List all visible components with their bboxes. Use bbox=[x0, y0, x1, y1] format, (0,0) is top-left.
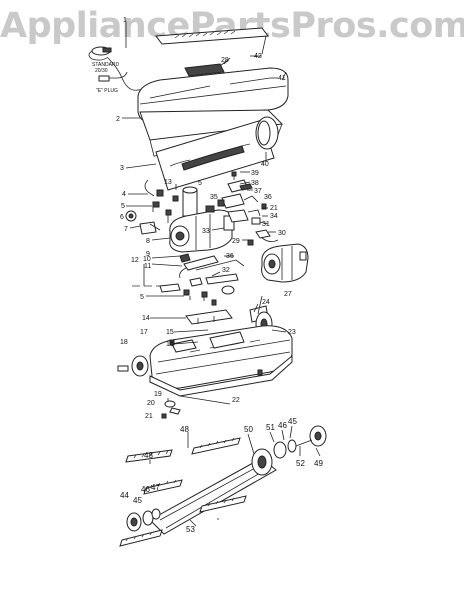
callout-14: 14 bbox=[142, 315, 150, 322]
callout-2: 2 bbox=[116, 116, 120, 123]
callout-52: 52 bbox=[296, 459, 305, 468]
callout-12: 12 bbox=[131, 257, 139, 264]
callout-46a: 46 bbox=[278, 421, 287, 430]
callout-53: 53 bbox=[186, 525, 195, 534]
motor-assembly-part bbox=[169, 184, 235, 253]
power-cord-assembly bbox=[88, 26, 157, 97]
callout-38: 38 bbox=[251, 180, 259, 187]
callout-49: 49 bbox=[314, 459, 323, 468]
brush-roll-assembly bbox=[119, 425, 327, 547]
leader-lines bbox=[122, 22, 321, 527]
callout-3: 3 bbox=[120, 165, 124, 172]
callout-21a: 21 bbox=[270, 205, 278, 212]
callout-42: 42 bbox=[254, 53, 262, 60]
callout-47: 47 bbox=[151, 483, 160, 492]
callout-45b: 45 bbox=[133, 496, 142, 505]
callout-33: 33 bbox=[202, 228, 210, 235]
callout-19: 19 bbox=[154, 391, 162, 398]
callout-45a: 45 bbox=[288, 417, 297, 426]
callout-35: 35 bbox=[210, 194, 218, 201]
callout-18: 18 bbox=[120, 339, 128, 346]
callout-20: 20 bbox=[147, 400, 155, 407]
callout-44: 44 bbox=[120, 491, 129, 500]
callout-48a: 48 bbox=[180, 425, 189, 434]
callout-36b: 36 bbox=[226, 253, 234, 260]
callout-5a: 5 bbox=[198, 180, 202, 187]
callout-27: 27 bbox=[284, 291, 292, 298]
callout-8: 8 bbox=[146, 238, 150, 245]
callout-1: 1 bbox=[123, 17, 127, 24]
callout-34: 34 bbox=[270, 213, 278, 220]
callout-28: 28 bbox=[221, 57, 229, 64]
callout-23: 23 bbox=[288, 329, 296, 336]
callout-30: 30 bbox=[278, 230, 286, 237]
callout-31: 31 bbox=[262, 221, 270, 228]
callout-5c: 5 bbox=[140, 294, 144, 301]
callout-29: 29 bbox=[232, 238, 240, 245]
fan-motor-part bbox=[261, 243, 309, 283]
callout-51: 51 bbox=[266, 423, 275, 432]
plug-label-standard-sub: 20/30 bbox=[95, 68, 108, 74]
hood-housing-part bbox=[137, 67, 289, 157]
callout-40: 40 bbox=[261, 161, 269, 168]
callout-10: 10 bbox=[143, 256, 151, 263]
callout-17: 17 bbox=[140, 329, 148, 336]
callout-7: 7 bbox=[124, 226, 128, 233]
plug-label-standard: STANDARD bbox=[92, 62, 120, 68]
callout-13: 13 bbox=[164, 179, 172, 186]
callout-21b: 21 bbox=[145, 413, 153, 420]
callout-9: 9 bbox=[146, 251, 150, 258]
callout-24: 24 bbox=[262, 299, 270, 306]
linkage-parts bbox=[132, 253, 245, 306]
handle-latch-part bbox=[184, 59, 229, 77]
callout-48b: 48 bbox=[144, 451, 153, 460]
callout-22: 22 bbox=[232, 397, 240, 404]
plug-label-third: "E" PLUG bbox=[96, 88, 118, 94]
base-body-part bbox=[117, 325, 293, 397]
callout-32: 32 bbox=[222, 267, 230, 274]
switch-bracket-parts bbox=[217, 171, 279, 246]
callout-5b: 5 bbox=[121, 203, 125, 210]
watermark-logo: AppliancePartsPros.com bbox=[0, 6, 464, 46]
left-small-parts bbox=[125, 179, 172, 235]
callout-36a: 36 bbox=[264, 194, 272, 201]
rear-cap-part bbox=[255, 116, 279, 150]
callout-41: 41 bbox=[278, 75, 286, 82]
callout-39: 39 bbox=[251, 170, 259, 177]
callout-50: 50 bbox=[244, 425, 253, 434]
callout-15: 15 bbox=[166, 329, 174, 336]
top-cover-part bbox=[155, 27, 269, 55]
dust-bag-tube-part bbox=[155, 119, 275, 191]
callout-37: 37 bbox=[254, 188, 262, 195]
callout-labels: 1 42 28 41 2 40 3 39 38 13 37 5 4 35 5 3… bbox=[116, 17, 323, 534]
bottom-small-parts bbox=[161, 398, 181, 419]
callout-46b: 46 bbox=[141, 485, 150, 494]
callout-11: 11 bbox=[144, 263, 151, 270]
callout-6: 6 bbox=[120, 214, 124, 221]
callout-16: 16 bbox=[166, 341, 174, 348]
callout-4: 4 bbox=[122, 191, 126, 198]
